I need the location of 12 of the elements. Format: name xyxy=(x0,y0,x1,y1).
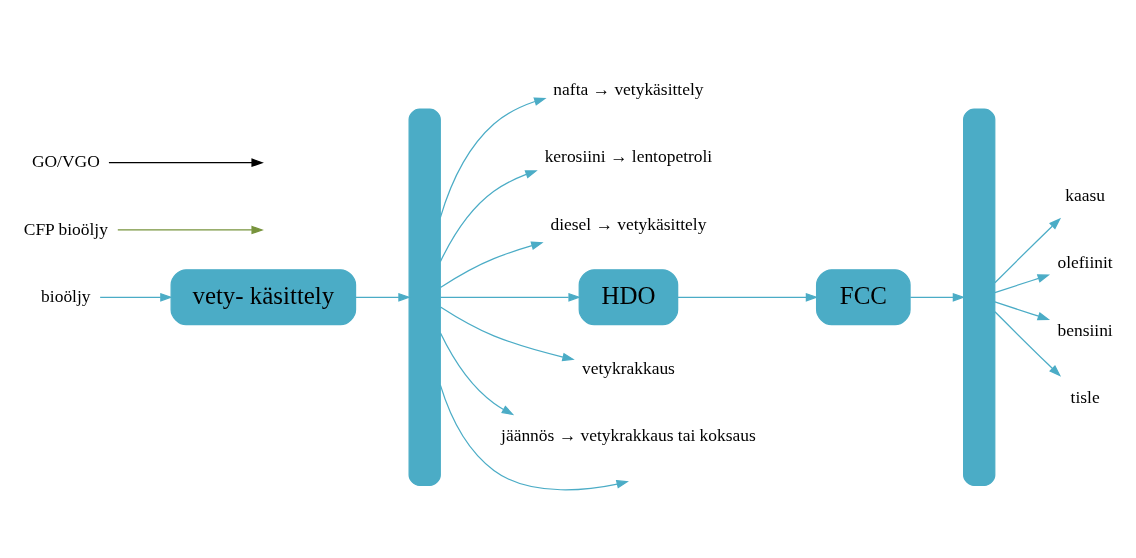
node-text: GO/VGO xyxy=(31,151,100,172)
node-text: diesel → vetykäsittely xyxy=(550,213,707,234)
node-text: kaasu xyxy=(1065,184,1105,205)
node-text: jäännös → vetykrakkaus tai koksaus xyxy=(501,425,756,446)
node-text: kerosiini → lentopetroli xyxy=(544,146,713,167)
node-text: CFP bioöljy xyxy=(23,218,108,239)
node-text: bensiini xyxy=(1057,319,1113,340)
node-text: vetykrakkaus xyxy=(581,358,675,379)
node-text: bioöljy xyxy=(41,285,91,306)
node-text: olefiinit xyxy=(1057,252,1113,273)
node-text: tisle xyxy=(1070,386,1100,407)
node-text: nafta → vetykäsittely xyxy=(553,79,704,100)
